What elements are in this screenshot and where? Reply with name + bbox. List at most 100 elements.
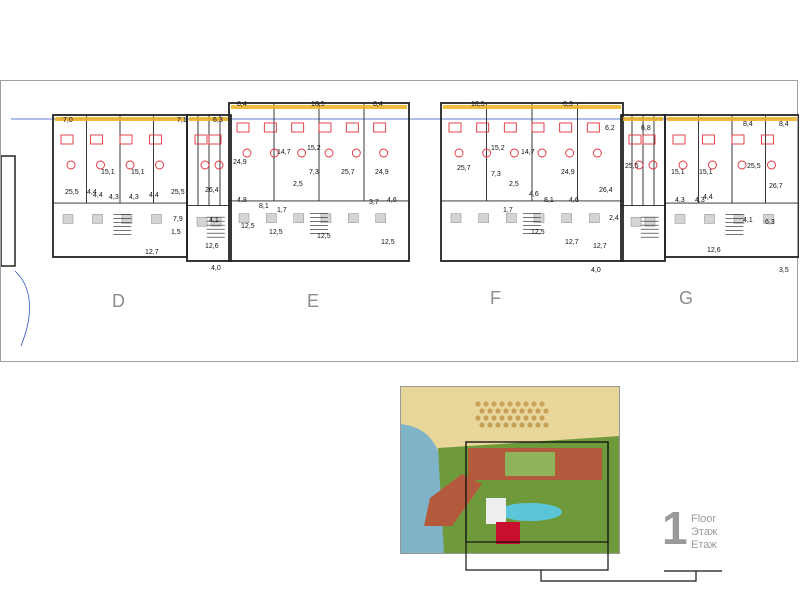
beach-umbrella (527, 422, 533, 428)
bathroom-fixture (348, 213, 359, 223)
furniture-bed (236, 122, 250, 133)
balcony-strip (231, 105, 407, 109)
room-area-label: 4,6 (569, 197, 579, 204)
furniture-bed (90, 134, 103, 145)
site-pool-deck (486, 498, 506, 524)
beach-umbrella (543, 408, 549, 414)
balcony-strip (55, 117, 185, 121)
bathroom-fixture (506, 213, 517, 223)
furniture-table (351, 148, 361, 158)
beach-umbrella (539, 415, 545, 421)
beach-umbrella (519, 422, 525, 428)
furniture-bed (208, 134, 222, 145)
floor-plan-drawing (1, 102, 799, 347)
beach-umbrella (483, 415, 489, 421)
bathroom-fixture (293, 213, 304, 223)
beach-umbrella (503, 422, 509, 428)
room-area-label: 2,4 (609, 215, 619, 222)
balcony-strip (189, 117, 229, 121)
room-area-label: 24,9 (561, 169, 575, 176)
room-area-label: 1,5 (171, 229, 181, 236)
room-area-label: 25,5 (625, 163, 639, 170)
bathroom-fixture (704, 214, 715, 224)
room-area-label: 4,3 (675, 197, 685, 204)
beach-umbrellas (475, 401, 549, 428)
room-area-label: 7,1 (177, 117, 187, 124)
furniture-bed (761, 134, 774, 145)
beach-umbrella (511, 422, 517, 428)
furniture-table (324, 148, 334, 158)
section-label-e: E (307, 291, 320, 311)
room-area-label: 7,0 (63, 117, 73, 124)
bathroom-fixture (674, 214, 686, 224)
room-area-label: 4,3 (695, 197, 705, 204)
room-area-label: 10,5 (311, 101, 325, 108)
beach-umbrella (507, 401, 513, 407)
furniture-table (482, 148, 492, 158)
furniture-table (200, 160, 210, 170)
room-area-label: 4,3 (129, 194, 139, 201)
furniture-table (269, 148, 279, 158)
room-area-label: 4,0 (591, 267, 601, 274)
room-area-label: 4,8 (237, 197, 247, 204)
furniture-table (125, 160, 135, 170)
beach-umbrella (487, 422, 493, 428)
room-area-label: 6,3 (563, 101, 573, 108)
furniture-table (509, 148, 519, 158)
curve-line (14, 270, 30, 347)
room-area-label: 12,6 (205, 243, 219, 250)
furniture-bed (263, 122, 277, 133)
bathroom-fixture (238, 213, 250, 223)
room-area-label: 6,3 (765, 219, 775, 226)
room-area-label: 24,9 (233, 159, 247, 166)
room-area-label: 7,9 (173, 216, 183, 223)
room-area-label: 4,6 (529, 191, 539, 198)
furniture-table (96, 160, 105, 170)
beach-umbrella (503, 408, 509, 414)
beach-umbrella (475, 415, 481, 421)
floor-label-en: Floor (691, 513, 717, 525)
furniture-table (454, 148, 464, 158)
bathroom-fixture (644, 216, 656, 227)
room-area-label: 12,5 (317, 233, 331, 240)
room-area-label: 8,1 (259, 203, 269, 210)
beach-umbrella (515, 415, 521, 421)
furniture-table (634, 160, 644, 170)
furniture-bed (503, 122, 517, 133)
room-area-label: 4,1 (743, 217, 753, 224)
bathroom-fixture (121, 214, 133, 224)
room-area-label: 12,5 (381, 239, 395, 246)
room-area-label: 4,4 (93, 192, 103, 199)
furniture-bed (586, 122, 600, 133)
room-area-label: 12,7 (593, 243, 607, 250)
furniture-table (708, 160, 717, 170)
furniture-bed (628, 134, 642, 145)
beach-umbrella (491, 401, 497, 407)
room-area-label: 26,4 (599, 187, 613, 194)
furniture-bed (702, 134, 715, 145)
wing-partial (1, 155, 16, 267)
room-area-label: 7,3 (491, 171, 501, 178)
room-area-label: 4,4 (703, 194, 713, 201)
furniture-bed (318, 122, 332, 133)
room-area-label: 2,5 (509, 181, 519, 188)
furniture-bed (731, 134, 745, 145)
room-area-label: 12,7 (145, 249, 159, 256)
room-area-label: 25,7 (341, 169, 355, 176)
room-area-label: 25,7 (457, 165, 471, 172)
floor-label-ru: Этаж (691, 526, 718, 538)
bathroom-fixture (375, 213, 386, 223)
site-pool (498, 503, 562, 521)
bathroom-fixture (450, 213, 462, 223)
beach-umbrella (495, 422, 501, 428)
furniture-table (155, 160, 164, 170)
room-area-label: 4,3 (109, 194, 119, 201)
furniture-table (767, 160, 776, 170)
room-area-label: 3,7 (369, 199, 379, 206)
balcony-strip (667, 117, 797, 121)
room-area-label: 25,5 (747, 163, 761, 170)
bathroom-fixture (196, 216, 208, 227)
furniture-bed (149, 134, 162, 145)
beach-umbrella (499, 401, 505, 407)
